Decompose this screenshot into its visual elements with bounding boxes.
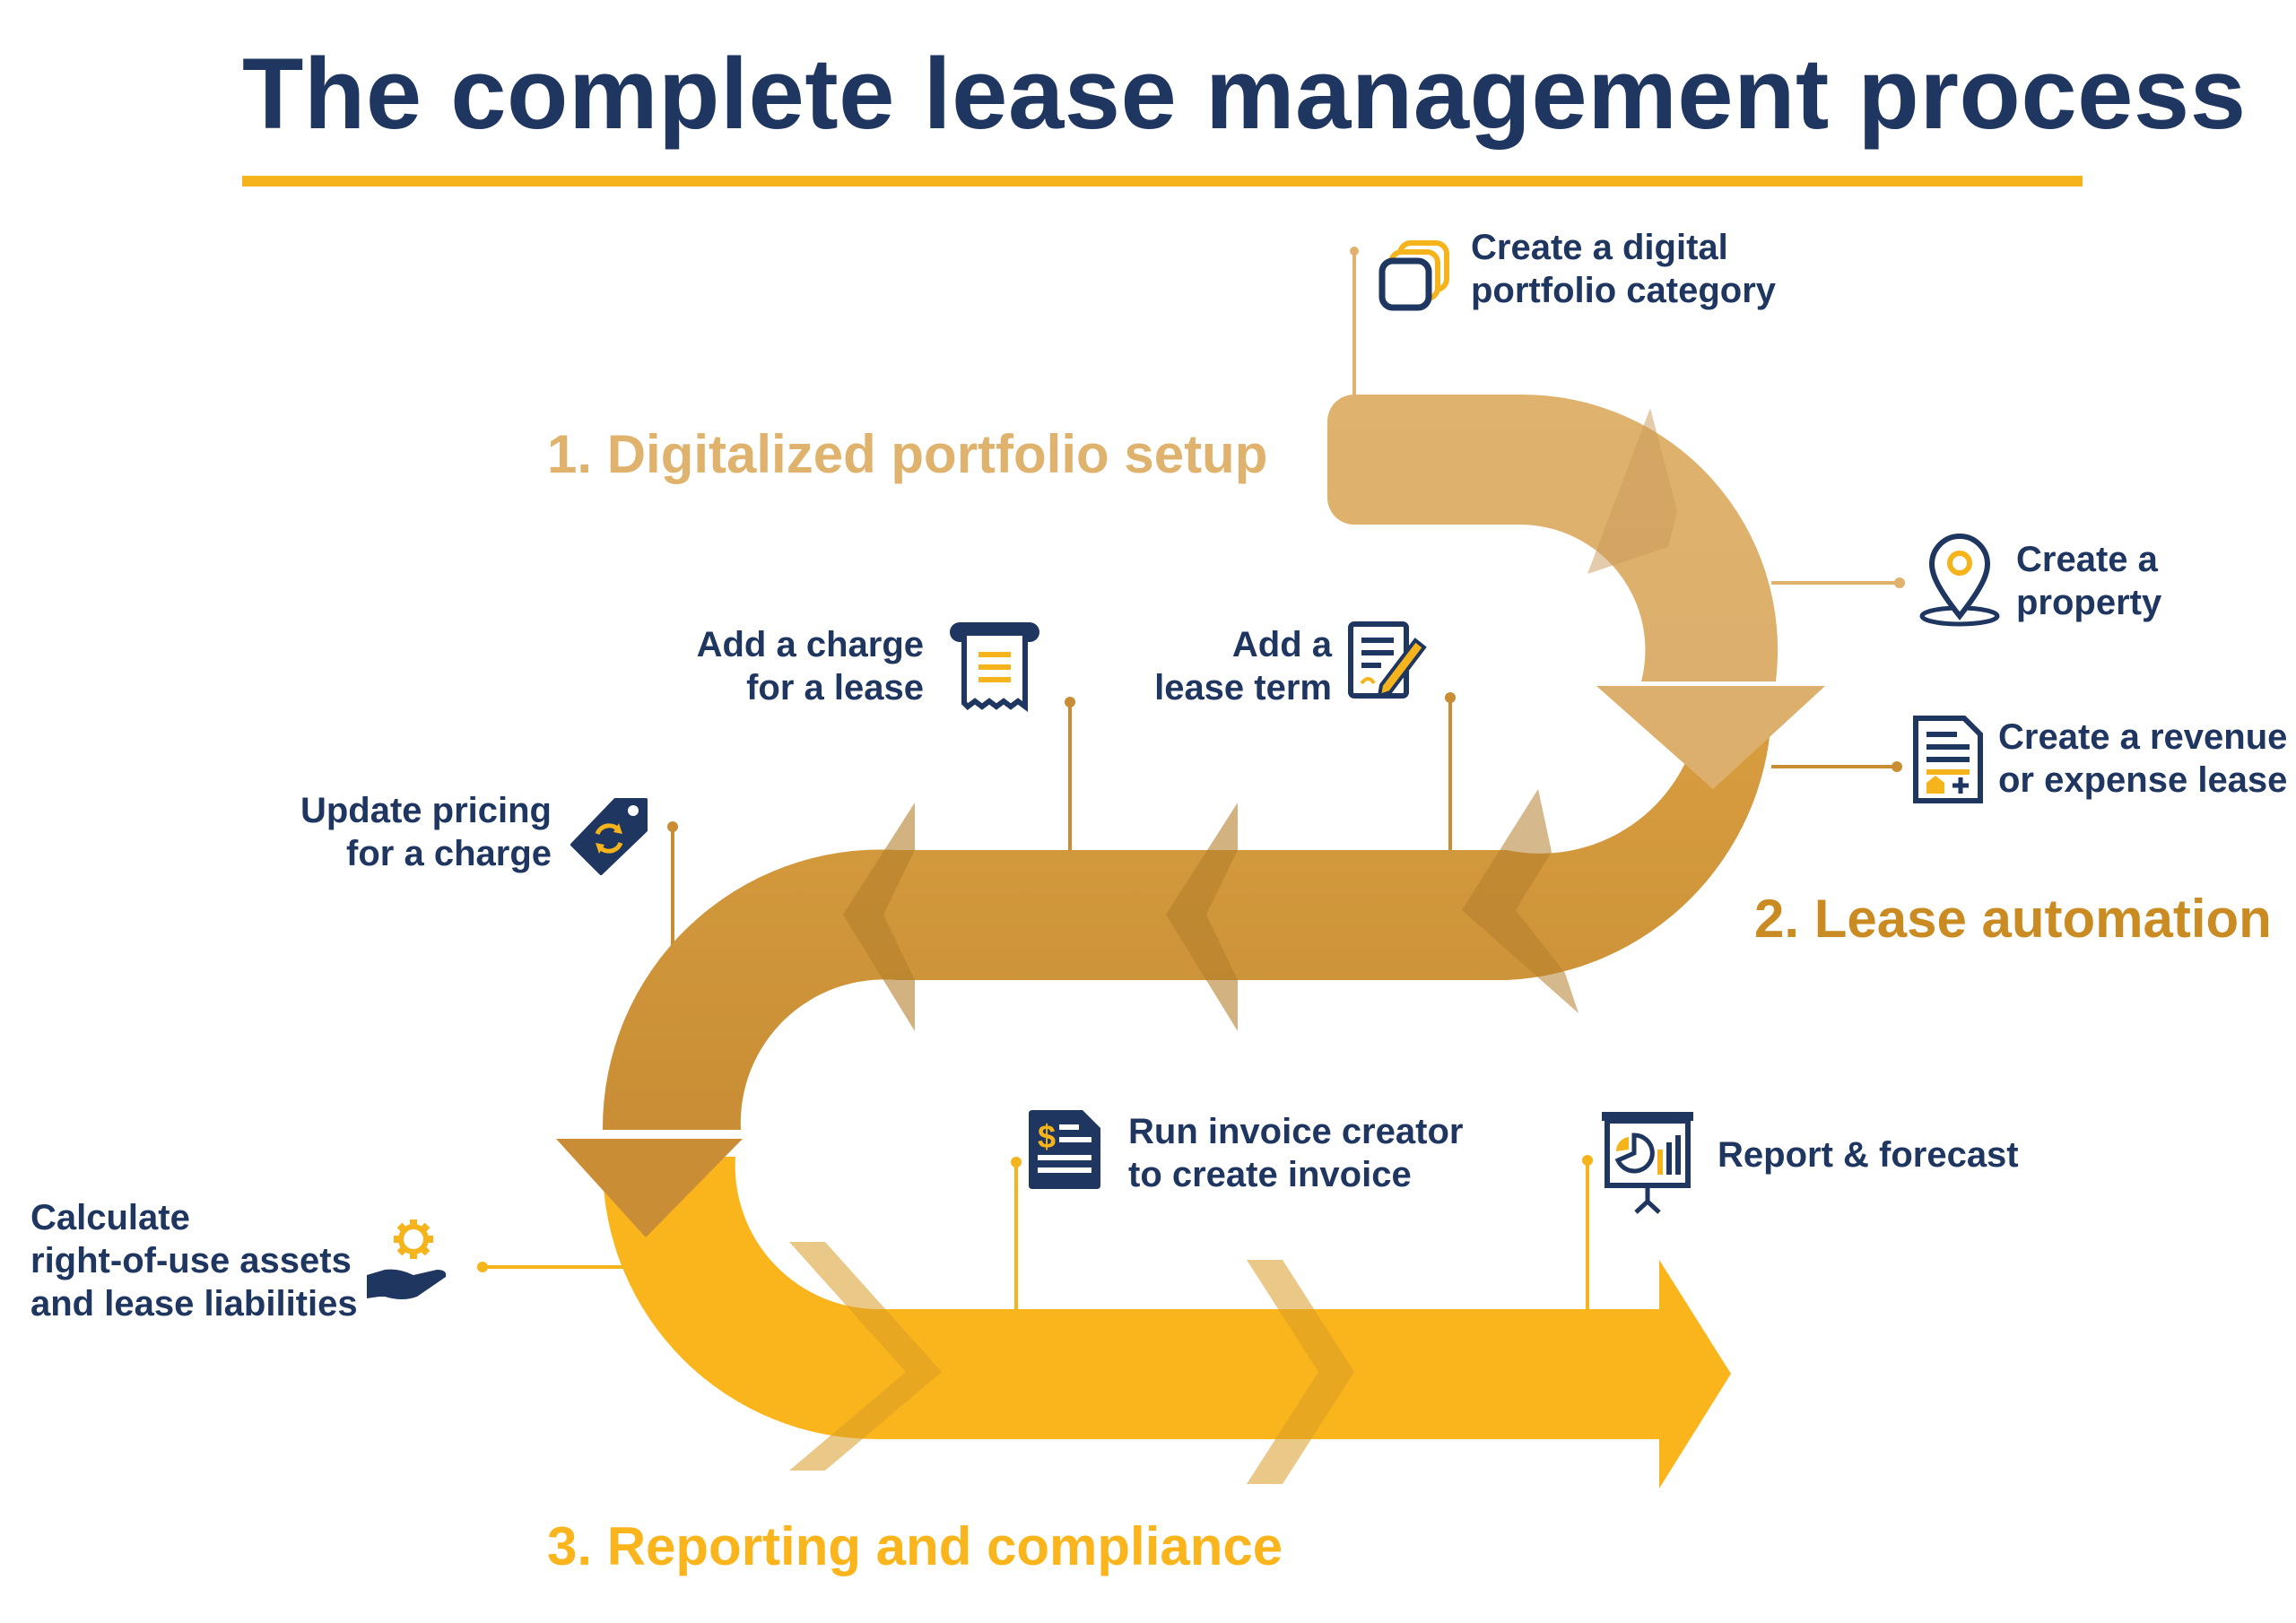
step-line: Add a — [1231, 625, 1332, 664]
curve-reporting — [603, 1157, 1668, 1440]
arrow-head-reporting — [1659, 1260, 1731, 1488]
step-create-property: Create a property — [2016, 538, 2161, 624]
invoice-icon: $ — [1029, 1110, 1100, 1189]
leader-dot-invoice — [1011, 1157, 1022, 1167]
chevron-reporting-1 — [789, 1242, 942, 1471]
chevron-setup — [1587, 408, 1677, 574]
step-update-pricing: Update pricing for a charge — [269, 789, 552, 875]
step-line: Create a digital — [1471, 228, 1728, 267]
step-line: Create a revenue — [1998, 717, 2288, 757]
page-title: The complete lease management process — [242, 38, 2247, 150]
leader-dot-lease-term — [1445, 692, 1456, 703]
chevron-automation-1 — [843, 803, 915, 1031]
step-line: Add a charge — [696, 625, 924, 664]
step-line: property — [2016, 583, 2162, 622]
step-line: for a charge — [346, 834, 552, 873]
step-add-lease-term: Add a lease term — [1076, 623, 1332, 709]
step-add-charge: Add a charge for a lease — [646, 623, 924, 709]
presentation-chart-icon — [1602, 1112, 1693, 1214]
receipt-icon — [950, 622, 1039, 712]
document-edit-icon — [1348, 621, 1427, 699]
step-line: portfolio category — [1471, 271, 1777, 310]
lease-document-icon — [1913, 716, 1983, 803]
step-line: Report & forecast — [1718, 1135, 2019, 1175]
phase-label-reporting: 3. Reporting and compliance — [547, 1516, 1283, 1576]
leader-lines — [477, 247, 1905, 1309]
step-line: Run invoice creator — [1128, 1112, 1464, 1151]
step-line: lease term — [1154, 668, 1332, 707]
leader-dot-revenue — [1892, 761, 1902, 772]
arrow-head-automation — [556, 1139, 743, 1237]
title-underline — [242, 176, 2083, 187]
gear-hand-icon — [367, 1219, 447, 1299]
step-run-invoice: Run invoice creator to create invoice — [1128, 1110, 1463, 1196]
step-create-revenue-lease: Create a revenue or expense lease — [1998, 716, 2287, 802]
leader-dot-charge — [1065, 697, 1075, 707]
arrow-head-setup — [1596, 686, 1825, 789]
chevron-reporting-2 — [1247, 1260, 1354, 1484]
leader-dot-property — [1894, 577, 1905, 588]
step-line: right-of-use assets — [30, 1241, 352, 1280]
leader-dot-portfolio — [1350, 247, 1359, 256]
step-create-portfolio-category: Create a digital portfolio category — [1471, 226, 1776, 312]
segment-automation — [556, 717, 1771, 1237]
leader-dot-calculate — [477, 1262, 488, 1272]
step-report-forecast: Report & forecast — [1718, 1133, 2019, 1176]
step-line: for a lease — [746, 668, 924, 707]
phase-label-automation: 2. Lease automation — [1754, 889, 2272, 949]
step-line: or expense lease — [1998, 760, 2288, 800]
segment-reporting — [603, 1157, 1731, 1488]
leader-dot-pricing — [667, 821, 678, 832]
step-line: Calculate — [30, 1198, 190, 1237]
step-line: and lease liabilities — [30, 1284, 358, 1324]
leader-dot-report — [1582, 1155, 1593, 1166]
step-line: to create invoice — [1128, 1155, 1412, 1194]
step-line: Update pricing — [300, 791, 552, 830]
layers-icon — [1378, 240, 1449, 311]
price-tag-icon — [570, 798, 648, 875]
location-pin-icon — [1919, 534, 2000, 627]
step-calculate: Calculate right-of-use assets and lease … — [30, 1196, 358, 1325]
segment-setup — [1327, 394, 1825, 789]
step-line: Create a — [2016, 540, 2158, 579]
chevron-automation-2 — [1166, 803, 1238, 1031]
phase-label-setup: 1. Digitalized portfolio setup — [547, 424, 1268, 484]
svg-text:$: $ — [1038, 1118, 1056, 1155]
chevron-automation-3 — [1462, 789, 1578, 1013]
